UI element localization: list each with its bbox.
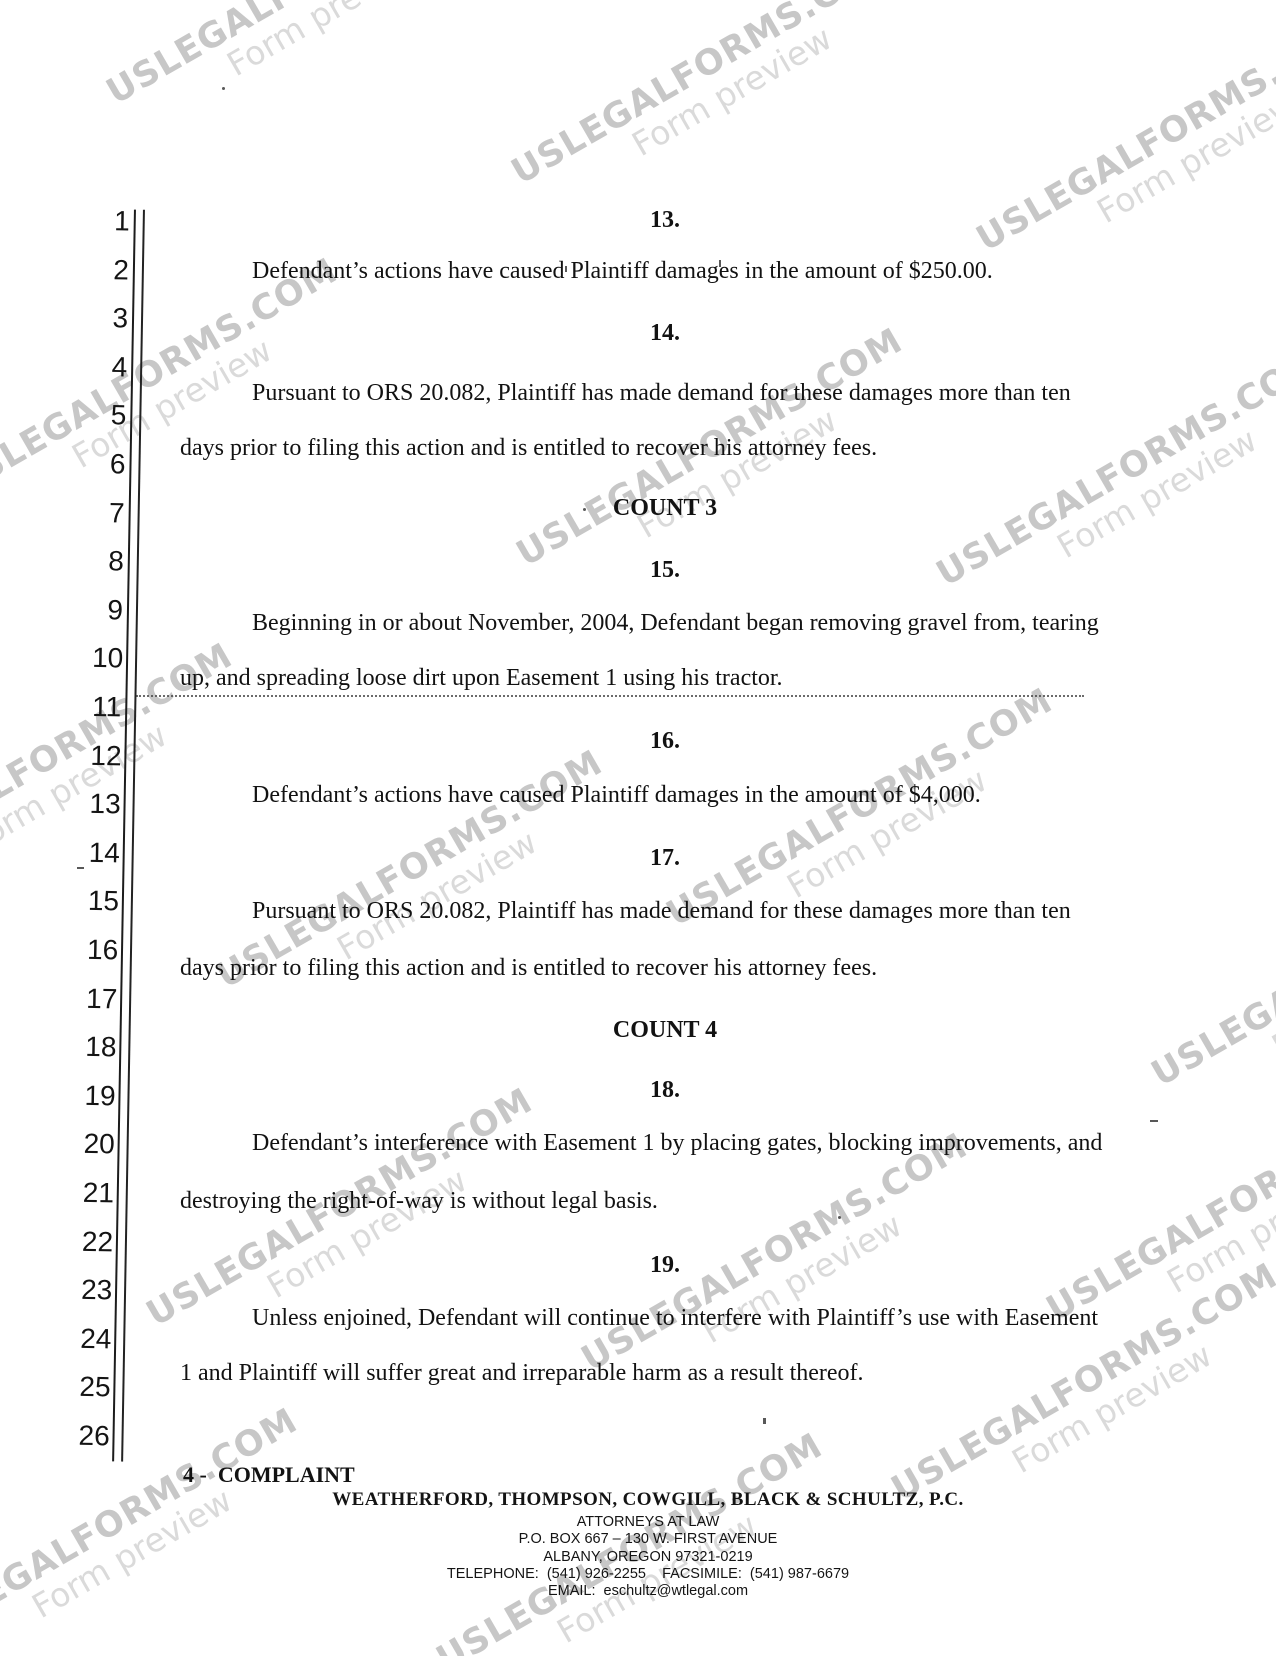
- body-text-line: Pursuant to ORS 20.082, Plaintiff has ma…: [252, 380, 1071, 406]
- firm-phone-fax-line: TELEPHONE: (541) 926-2255 FACSIMILE: (54…: [446, 1566, 850, 1582]
- scan-artifact-dotted-line: [136, 695, 1084, 697]
- firm-address-line1: P.O. BOX 667 – 130 W. FIRST AVENUE: [518, 1531, 778, 1547]
- body-text-line: Defendant’s interference with Easement 1…: [252, 1130, 1103, 1156]
- paragraph-number: 18.: [650, 1077, 680, 1103]
- body-text-line: up, and spreading loose dirt upon Easeme…: [180, 665, 783, 691]
- body-text-line: Defendant’s actions have caused Plaintif…: [252, 258, 993, 284]
- scan-speck: [565, 266, 567, 272]
- scan-speck: [1150, 1120, 1158, 1122]
- paragraph-number: 16.: [650, 728, 680, 754]
- scan-speck: [222, 87, 225, 90]
- scan-speck: [583, 508, 586, 511]
- body-text-line: 1 and Plaintiff will suffer great and ir…: [180, 1360, 864, 1386]
- paragraph-number: 14.: [650, 320, 680, 346]
- page-footer-label: 4 - COMPLAINT: [183, 1462, 355, 1487]
- scan-speck: [763, 1418, 766, 1424]
- body-text-line: days prior to filing this action and is …: [180, 435, 878, 461]
- law-firm-name: WEATHERFORD, THOMPSON, COWGILL, BLACK & …: [332, 1489, 964, 1510]
- paragraph-number: 17.: [650, 845, 680, 871]
- body-text-line: Pursuant to ORS 20.082, Plaintiff has ma…: [252, 898, 1071, 924]
- scan-speck: [719, 260, 721, 267]
- paragraph-number: 15.: [650, 557, 680, 583]
- count-heading: COUNT 3: [612, 495, 718, 521]
- body-text-line: Defendant’s actions have caused Plaintif…: [252, 782, 981, 808]
- scan-speck: [838, 1216, 841, 1219]
- body-text-line: destroying the right-of-way is without l…: [180, 1188, 658, 1214]
- law-firm-title: ATTORNEYS AT LAW: [576, 1514, 720, 1530]
- body-text-line: Unless enjoined, Defendant will continue…: [252, 1305, 1099, 1331]
- body-text-line: Beginning in or about November, 2004, De…: [252, 610, 1099, 636]
- count-heading: COUNT 4: [612, 1017, 718, 1043]
- body-text-line: days prior to filing this action and is …: [180, 955, 878, 981]
- firm-email-line: EMAIL: eschultz@wtlegal.com: [547, 1583, 749, 1599]
- scan-speck: [77, 867, 84, 869]
- firm-address-line2: ALBANY, OREGON 97321-0219: [543, 1549, 753, 1565]
- paragraph-number: 13.: [650, 207, 680, 233]
- paragraph-number: 19.: [650, 1252, 680, 1278]
